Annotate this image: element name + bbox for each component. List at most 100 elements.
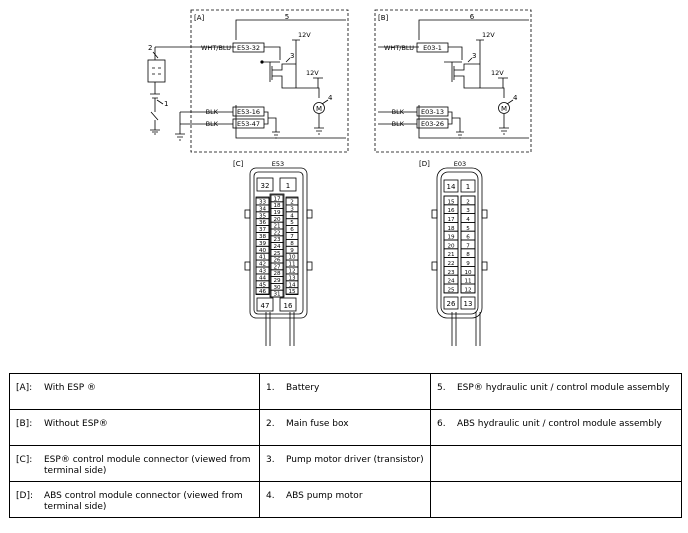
connector-d-body bbox=[436, 167, 483, 319]
connector-c-pin-label: 23 bbox=[273, 237, 281, 243]
connector-d bbox=[431, 167, 488, 346]
legend-number: 6. bbox=[437, 419, 446, 429]
connector-c-pin-label: 9 bbox=[290, 248, 294, 254]
connector-d-pin-label: 3 bbox=[466, 208, 470, 214]
connector-d-pin-bottom-right: 13 bbox=[464, 300, 473, 308]
connector-d-pin-cell bbox=[443, 283, 459, 294]
connector-c-pin-top-left: 32 bbox=[261, 182, 270, 190]
connector-d-pin-label: 24 bbox=[447, 279, 455, 285]
legend-row: [A]:With ESP ® 1.Battery 5.ESP® hydrauli… bbox=[9, 373, 682, 410]
connector-d-pin-label: 19 bbox=[447, 235, 455, 241]
connector-c-pin-label: 41 bbox=[259, 255, 267, 261]
panel-b-pin-ground-1: E03-13 bbox=[421, 108, 444, 116]
connector-c-pin-label: 26 bbox=[273, 258, 281, 264]
panel-b-wire-color-ground-1: BLK bbox=[392, 108, 405, 116]
legend-row: [C]:ESP® control module connector (viewe… bbox=[9, 445, 682, 482]
connector-d-pin-label: 5 bbox=[466, 226, 470, 232]
panel-b-module-box bbox=[374, 9, 532, 153]
legend-number: 5. bbox=[437, 383, 446, 393]
connector-c-pin-label: 2 bbox=[290, 200, 294, 206]
panel-b-module-number: 6 bbox=[470, 13, 475, 21]
connector-d-pin-label: 22 bbox=[447, 261, 454, 267]
connector-d-pin-label: 12 bbox=[464, 287, 471, 293]
connector-c-pin-label: 17 bbox=[273, 196, 281, 202]
connector-d-pin-bottom-left: 26 bbox=[447, 300, 456, 308]
panel-a-wire-color-ground-2: BLK bbox=[206, 120, 219, 128]
connector-c-name: E53 bbox=[272, 160, 284, 168]
connector-c-pin-label: 45 bbox=[259, 282, 267, 288]
connector-c-pin-label: 8 bbox=[290, 241, 294, 247]
panel-b-voltage-top: 12V bbox=[482, 31, 495, 39]
connector-c-pin-cell bbox=[270, 289, 284, 298]
connector-c-pin-label: 29 bbox=[273, 278, 281, 284]
panel-b-pin-ground-2: E03-26 bbox=[421, 120, 444, 128]
connector-c-pin-label: 33 bbox=[259, 200, 267, 206]
legend-key: [A]: bbox=[16, 383, 33, 393]
connector-d-pin-label: 20 bbox=[447, 243, 455, 249]
connector-c-pin-label: 19 bbox=[273, 210, 281, 216]
legend-key: [B]: bbox=[16, 419, 33, 429]
connector-c-body bbox=[249, 167, 308, 319]
legend-number: 4. bbox=[266, 491, 275, 501]
legend-text: ESP® control module connector (viewed fr… bbox=[44, 455, 251, 476]
panel-b-pin-signal: E03-1 bbox=[423, 44, 442, 52]
connector-d-pin-label: 21 bbox=[447, 252, 455, 258]
connector-c-pin-top-right: 1 bbox=[286, 182, 290, 190]
connector-c-pin-label: 15 bbox=[288, 289, 296, 295]
connector-d-pin-label: 2 bbox=[466, 199, 470, 205]
panel-b-label: [B] bbox=[378, 14, 389, 22]
connector-c-pin-label: 38 bbox=[259, 234, 267, 240]
connector-c-pin-label: 3 bbox=[290, 206, 294, 212]
callout-pump-motor-driver-b: 3 bbox=[472, 52, 476, 60]
pump-motor-driver-symbol bbox=[262, 61, 296, 89]
abs-pump-motor-symbol bbox=[313, 102, 325, 114]
connector-c-pin-cell bbox=[255, 287, 270, 296]
connector-c-pin-label: 40 bbox=[259, 248, 267, 254]
panel-a-wire-color-ground-1: BLK bbox=[206, 108, 219, 116]
connector-c-pin-label: 44 bbox=[259, 275, 267, 281]
main-fuse-box-symbol bbox=[147, 59, 166, 83]
connector-c-pin-bottom-right: 16 bbox=[284, 302, 293, 310]
panel-a-pin-ground-1: E53-16 bbox=[237, 108, 260, 116]
legend-number: 2. bbox=[266, 419, 275, 429]
connector-d-pin-label: 16 bbox=[447, 208, 455, 214]
callout-pump-motor-driver: 3 bbox=[290, 52, 294, 60]
connector-c-pin-label: 25 bbox=[273, 251, 281, 257]
connector-d-pin-label: 17 bbox=[447, 217, 455, 223]
panel-a-label: [A] bbox=[194, 14, 205, 22]
legend-text: Without ESP® bbox=[44, 419, 108, 429]
connector-d-label: [D] bbox=[419, 160, 430, 168]
panel-b-motor-symbol: M bbox=[501, 105, 507, 113]
callout-abs-pump-motor-b: 4 bbox=[513, 94, 518, 102]
connector-c-pin-label: 28 bbox=[273, 271, 281, 277]
connector-d-pin-top-right: 1 bbox=[466, 183, 470, 191]
pump-motor-driver-symbol-b bbox=[444, 61, 480, 89]
callout-main-fuse-box: 2 bbox=[148, 44, 152, 52]
connector-d-pin-label: 10 bbox=[464, 270, 472, 276]
connector-d-name: E03 bbox=[454, 160, 466, 168]
connector-c-pin-label: 30 bbox=[273, 285, 281, 291]
wiring-diagram: [A] 5 WHT/BLU E53-32 12V 12V BLK E53-16 … bbox=[147, 9, 532, 346]
legend-key: [D]: bbox=[16, 491, 33, 501]
connector-c bbox=[244, 167, 313, 346]
connector-c-pin-label: 21 bbox=[273, 224, 281, 230]
connector-c-label: [C] bbox=[233, 160, 244, 168]
legend-row: [D]:ABS control module connector (viewed… bbox=[9, 481, 682, 518]
legend-text: ABS pump motor bbox=[286, 491, 363, 501]
legend-row: [B]:Without ESP® 2.Main fuse box 6.ABS h… bbox=[9, 409, 682, 446]
panel-a-voltage-motor: 12V bbox=[306, 69, 319, 77]
connector-c-pin-label: 24 bbox=[273, 244, 281, 250]
connector-d-pin-top-left: 14 bbox=[447, 183, 456, 191]
legend-table: [A]:With ESP ® 1.Battery 5.ESP® hydrauli… bbox=[9, 373, 682, 518]
legend-text: Main fuse box bbox=[286, 419, 349, 429]
connector-d-pin-label: 7 bbox=[466, 243, 470, 249]
connector-c-pin-cell bbox=[285, 287, 299, 296]
callout-abs-pump-motor: 4 bbox=[328, 94, 333, 102]
connector-d-pin-label: 25 bbox=[447, 287, 455, 293]
connector-c-pin-label: 34 bbox=[259, 206, 267, 212]
panel-b bbox=[374, 9, 532, 153]
legend-number: 3. bbox=[266, 455, 275, 465]
callout-battery: 1 bbox=[164, 100, 168, 108]
panel-a-voltage-top: 12V bbox=[298, 31, 311, 39]
panel-a-wire-color-signal: WHT/BLU bbox=[201, 44, 231, 52]
